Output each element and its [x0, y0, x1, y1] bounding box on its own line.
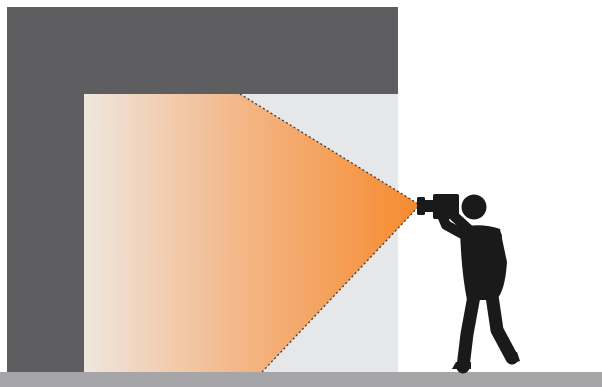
floor [0, 372, 602, 387]
person-foot-left [452, 362, 471, 369]
person-leg-right [492, 296, 512, 358]
person-leg-left [463, 296, 474, 367]
person-head [462, 195, 487, 220]
person-with-flashlight-icon [417, 194, 520, 369]
